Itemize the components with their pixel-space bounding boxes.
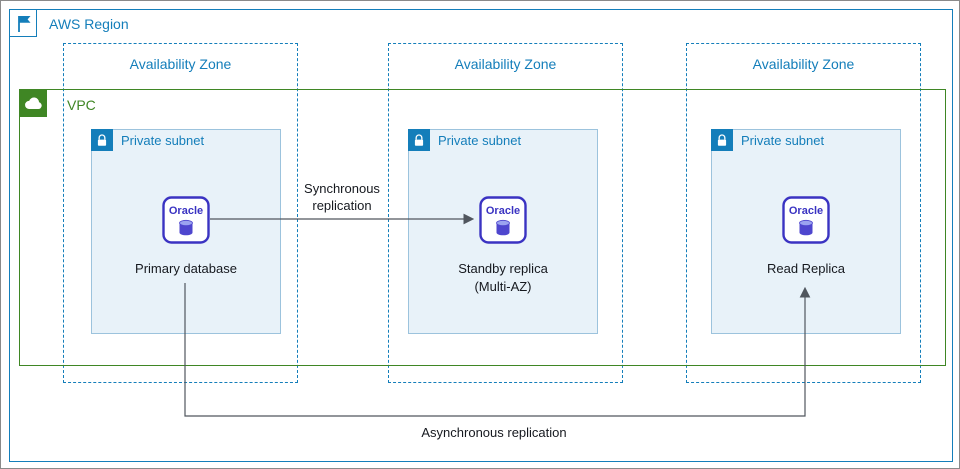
private-subnet-1: Private subnet Oracle Primary database (91, 129, 281, 334)
sync-replication-label: Synchronous replication (282, 180, 402, 214)
aws-region-group (9, 9, 953, 462)
subnet-label: Private subnet (741, 133, 825, 148)
oracle-database-icon: Oracle (782, 196, 830, 244)
oracle-primary-database-node: Oracle (162, 196, 210, 244)
sync-replication-label-line: Synchronous (304, 181, 380, 196)
oracle-database-icon: Oracle (479, 196, 527, 244)
oracle-wordmark: Oracle (486, 205, 520, 217)
availability-zone-label: Availability Zone (454, 56, 557, 72)
subnet-icon (711, 129, 733, 151)
node-caption-line: Standby replica (458, 261, 548, 276)
availability-zone-label: Availability Zone (752, 56, 855, 72)
node-caption: Primary database (135, 261, 237, 276)
flag-icon (18, 16, 31, 32)
vpc-icon (19, 89, 47, 117)
cloud-icon (25, 97, 42, 110)
subnet-icon (91, 129, 113, 151)
node-caption: Standby replica (Multi-AZ) (409, 260, 597, 296)
oracle-read-replica-node: Oracle (782, 196, 830, 244)
node-caption: Read Replica (766, 261, 846, 276)
async-replication-label: Asynchronous replication (421, 425, 567, 440)
subnet-label: Private subnet (438, 133, 522, 148)
subnet-label: Private subnet (121, 133, 205, 148)
private-subnet-2: Private subnet Oracle Standby replica (M… (408, 129, 598, 334)
oracle-wordmark: Oracle (169, 205, 203, 217)
oracle-database-icon: Oracle (162, 196, 210, 244)
aws-region-icon (9, 9, 37, 37)
private-subnet-3: Private subnet Oracle Read Replica (711, 129, 901, 334)
availability-zone-1: Availability Zone (63, 43, 298, 383)
availability-zone-label: Availability Zone (129, 56, 232, 72)
subnet-icon (408, 129, 430, 151)
lock-icon (717, 134, 727, 146)
lock-icon (97, 134, 107, 146)
aws-region-label: AWS Region (49, 16, 129, 32)
node-caption-line: (Multi-AZ) (474, 279, 532, 294)
vpc-label: VPC (67, 97, 96, 113)
lock-icon (414, 134, 424, 146)
oracle-standby-replica-node: Oracle (479, 196, 527, 244)
oracle-wordmark: Oracle (789, 205, 823, 217)
sync-replication-label-line: replication (312, 198, 372, 213)
